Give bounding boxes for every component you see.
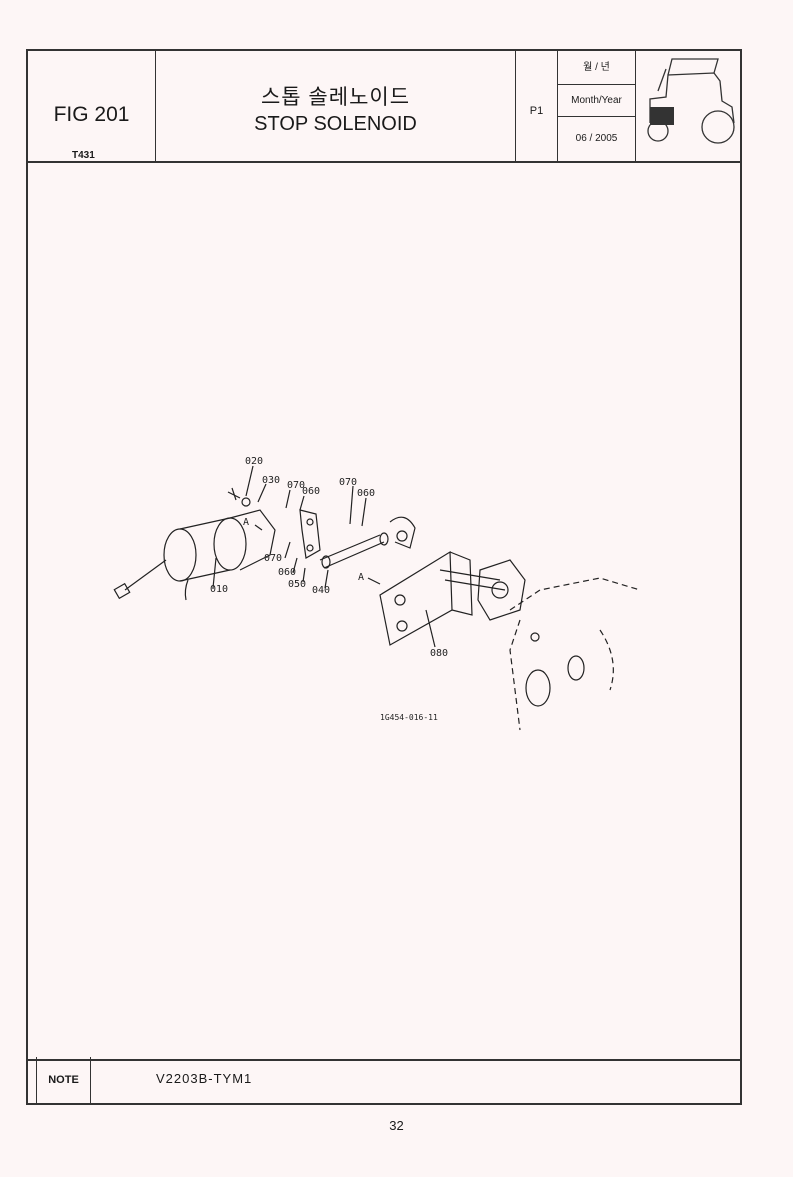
part-label-010: 010	[210, 584, 228, 595]
part-label-070-a: 070	[287, 480, 305, 491]
part-label-080: 080	[430, 648, 448, 659]
part-label-060-a: 060	[302, 486, 320, 497]
part-label-060-b: 060	[357, 488, 375, 499]
date-cell: 월 / 년 Month/Year 06 / 2005	[558, 51, 636, 161]
tractor-icon	[647, 58, 735, 144]
date-value: 06 / 2005	[575, 133, 618, 144]
fig-number: FIG 201	[53, 103, 130, 126]
part-label-020: 020	[245, 456, 263, 467]
title-cell: 스톱 솔레노이드 STOP SOLENOID	[156, 51, 516, 161]
fig-cell: FIG 201 T431	[28, 51, 156, 161]
title-english: STOP SOLENOID	[254, 113, 417, 135]
part-label-040: 040	[312, 585, 330, 596]
date-header-english: Month/Year	[558, 85, 635, 117]
part-label-050: 050	[288, 579, 306, 590]
page-cell: P1	[516, 51, 558, 161]
part-label-060-c: 060	[278, 567, 296, 578]
diagram-area	[28, 161, 740, 1061]
note-text: V2203B-TYM1	[156, 1071, 253, 1086]
date-header-korean: 월 / 년	[558, 51, 635, 85]
tractor-thumbnail	[636, 51, 740, 161]
page-frame: FIG 201 T431 스톱 솔레노이드 STOP SOLENOID P1 월…	[26, 49, 742, 1105]
page-number: 32	[389, 1118, 404, 1133]
part-label-030: 030	[262, 475, 280, 486]
drawing-number: 1G454-016-11	[380, 713, 438, 722]
model-code: T431	[72, 150, 95, 161]
exploded-diagram: 020 030 070 060 070 060 A 070 060 050 04…	[113, 456, 641, 731]
title-korean: 스톱 솔레노이드	[260, 86, 411, 109]
part-label-a-top: A	[243, 517, 249, 528]
note-row: NOTE V2203B-TYM1	[36, 1057, 740, 1103]
part-label-a-bracket: A	[358, 572, 364, 583]
part-label-070-c: 070	[264, 553, 282, 564]
part-label-070-b: 070	[339, 477, 357, 488]
note-label: NOTE	[36, 1057, 91, 1103]
header-table: FIG 201 T431 스톱 솔레노이드 STOP SOLENOID P1 월…	[28, 51, 740, 163]
page-code: P1	[529, 105, 544, 117]
